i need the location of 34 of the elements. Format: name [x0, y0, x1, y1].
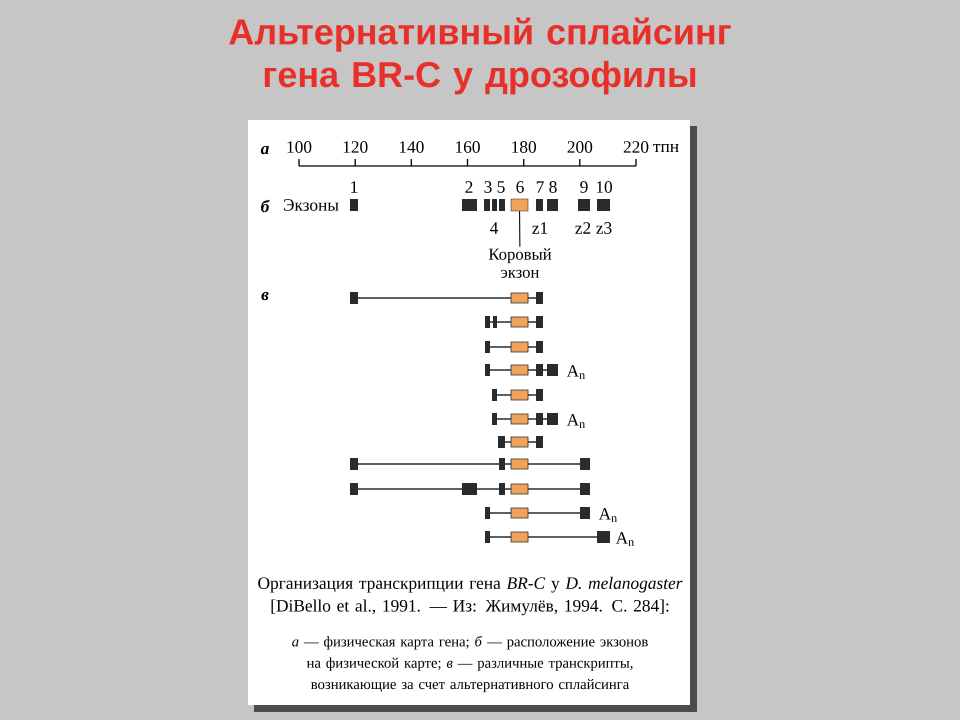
leader-line — [519, 211, 520, 247]
tick-label: 220 — [624, 141, 648, 153]
tick-label: 160 — [456, 141, 480, 153]
title: Альтернативный сплайсинг гена BR-C у дрозофилы — [229, 18, 731, 94]
panel-letter: в — [261, 292, 269, 300]
polya-label: A$_{n}$ — [566, 414, 585, 428]
panel-letter: б — [261, 200, 270, 212]
unit-label: тпн — [653, 144, 679, 152]
core-exon — [510, 198, 528, 212]
tick-label: 140 — [400, 141, 424, 153]
figure-note: а — физическая карта гена; б — расположение экзонов на физической карте; в — различные транскрипты, возникающие за счет альтернативного сплайсинга — [292, 636, 648, 692]
exon-number: z3 — [596, 222, 612, 234]
exon-number: 2 — [465, 181, 472, 193]
exon-number: 10 — [596, 181, 612, 193]
exon-number: z2 — [575, 222, 590, 234]
tick-label: 180 — [512, 141, 536, 153]
exon-number: 7 — [536, 181, 544, 193]
caption: Организация транскрипции гена BR-C у D. melanogaster [DiBello et al., 1991. — Из: Жимулёв, 1994. С. 284]: — [258, 576, 683, 616]
exon-number: 5 — [498, 181, 505, 193]
exon-number: 1 — [351, 181, 358, 193]
row-label: Экзоны — [284, 199, 339, 211]
tick-label: 120 — [344, 141, 368, 153]
exon-number: 3 — [484, 181, 492, 193]
polya-label: A$_{n}$ — [598, 508, 617, 522]
polya-label: A$_{n}$ — [616, 532, 634, 546]
exon-number: 4 — [490, 222, 498, 234]
tick-label: 100 — [288, 141, 312, 153]
panel-letter: а — [260, 146, 269, 154]
exon-number: 8 — [549, 181, 557, 193]
polya-label: A$_{n}$ — [566, 365, 585, 379]
tick-label: 200 — [568, 141, 592, 153]
exon-number: 9 — [580, 181, 588, 193]
exon-label: Коровый экзон — [488, 248, 552, 278]
exon-number: z1 — [532, 222, 548, 234]
